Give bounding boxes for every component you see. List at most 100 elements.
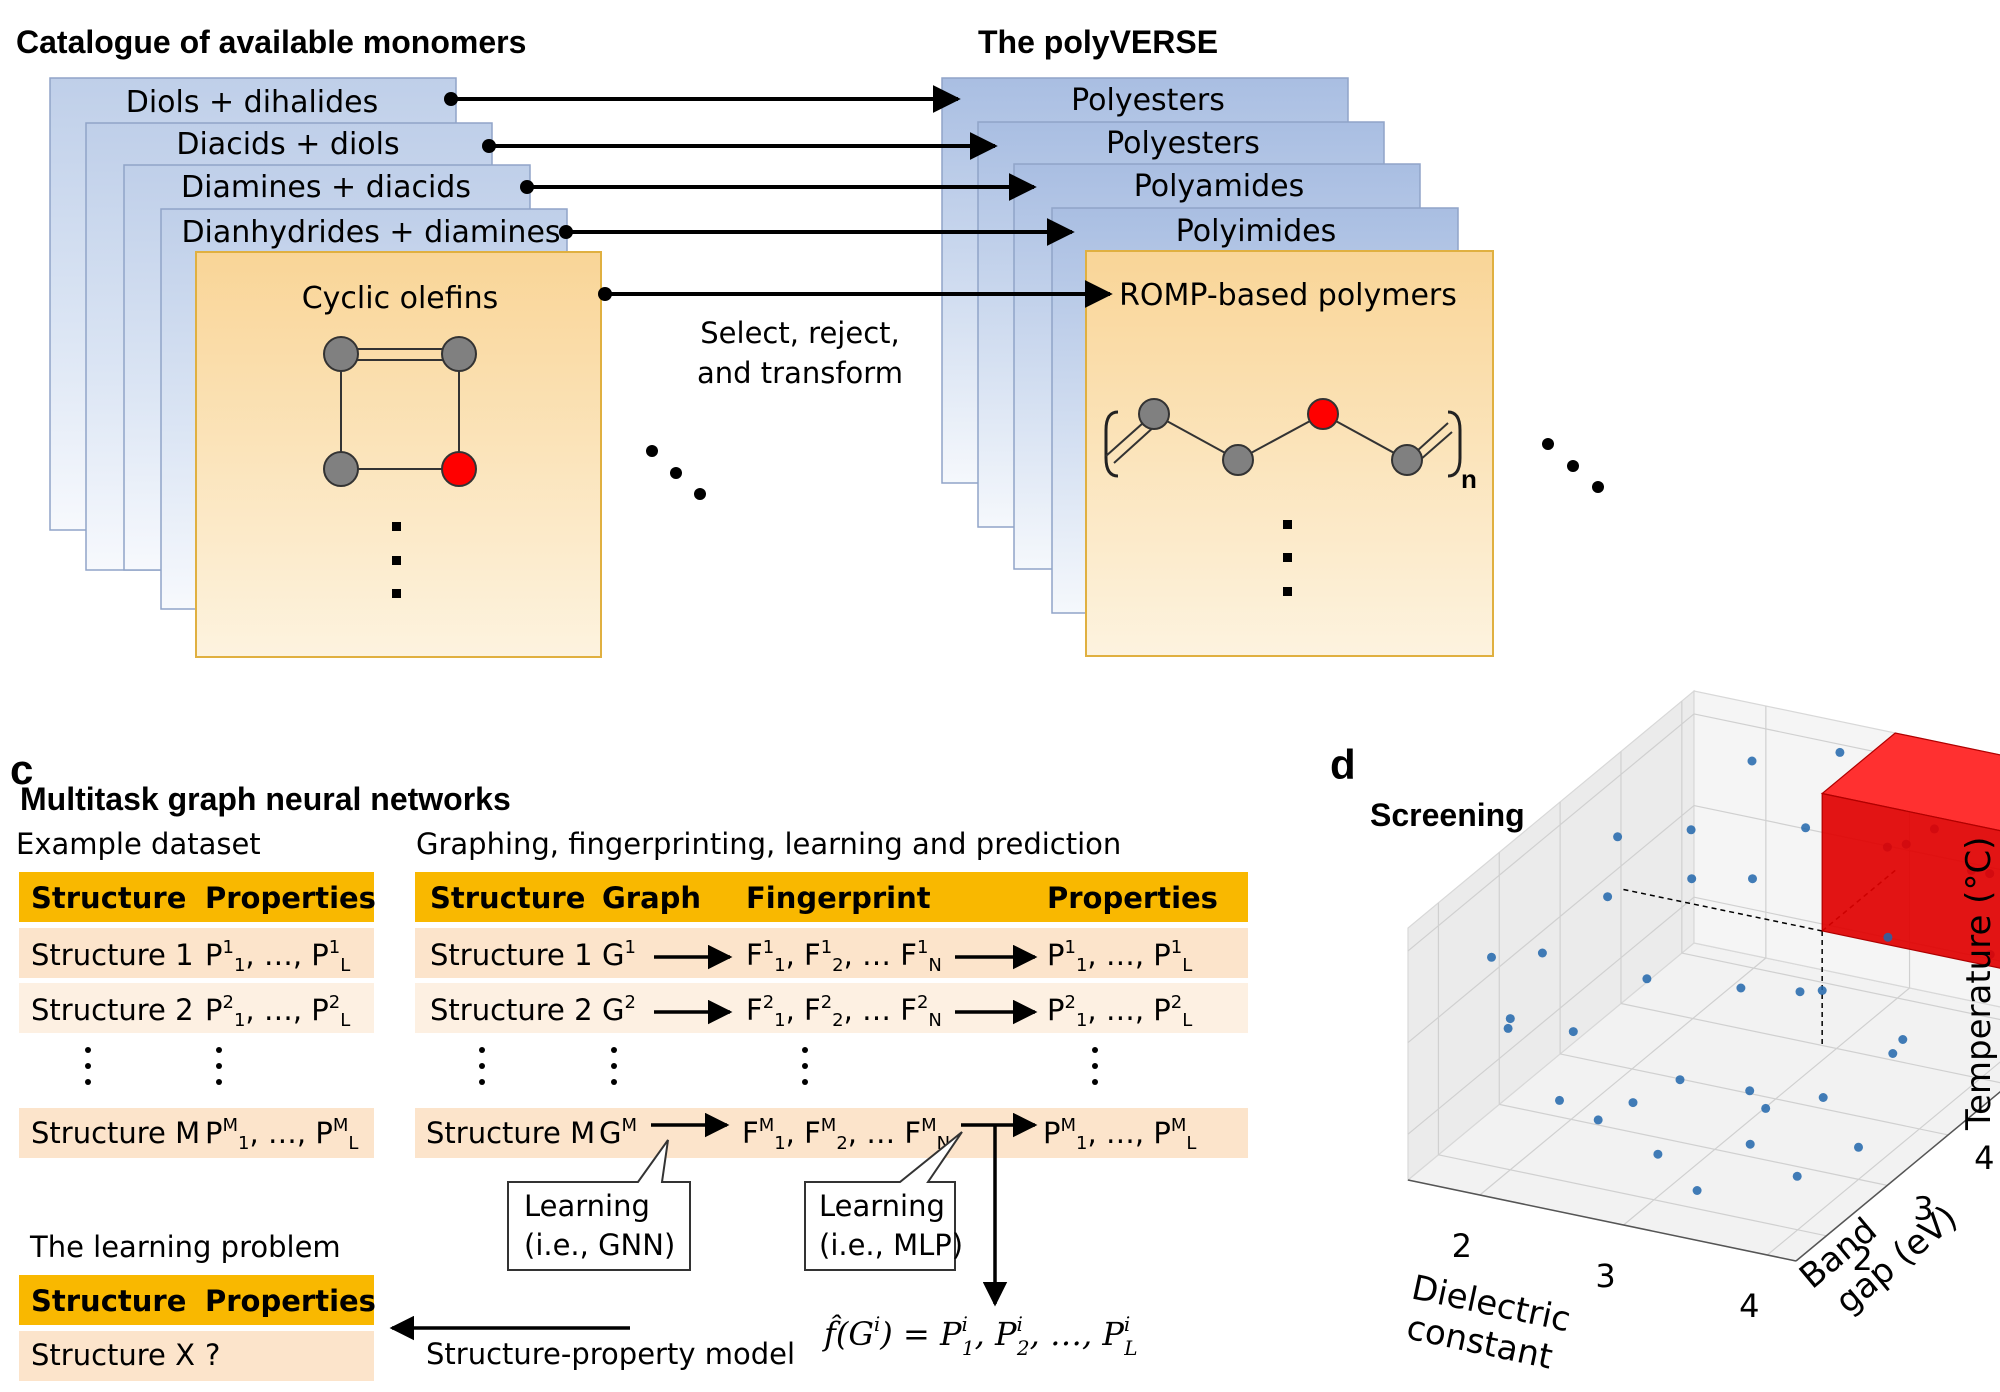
data-point-35 bbox=[1505, 1014, 1515, 1024]
diagonal-ellipsis-left bbox=[646, 445, 706, 500]
data-point-2 bbox=[1503, 1023, 1513, 1033]
z-axis-label: Temperature (°C) bbox=[1959, 837, 1999, 1131]
monomer-stack: Diols + dihalides Diacids + diols Diamin… bbox=[49, 77, 602, 658]
example-header-row bbox=[19, 872, 374, 922]
polymer-stack: Polyesters Polyesters Polyamides Polyimi… bbox=[941, 77, 1494, 657]
callout-gnn: Learning (i.e., GNN) bbox=[507, 1139, 691, 1271]
panel-c-title: Multitask graph neural networks bbox=[20, 781, 511, 817]
grid-y-floor-2 bbox=[1560, 1053, 1949, 1136]
learning-problem-label: The learning problem bbox=[29, 1230, 341, 1264]
pipeline-hdr-fingerprint: Fingerprint bbox=[746, 881, 931, 915]
data-point-0 bbox=[1487, 952, 1496, 962]
example-dataset-label: Example dataset bbox=[16, 827, 261, 861]
grid-z-left-2 bbox=[1407, 713, 1695, 952]
structure-x: Structure X bbox=[31, 1338, 195, 1372]
data-point-9 bbox=[1628, 1098, 1638, 1108]
data-point-21 bbox=[1898, 1035, 1908, 1044]
callout-gnn-line2: (i.e., GNN) bbox=[524, 1228, 675, 1262]
data-point-17 bbox=[1883, 932, 1893, 942]
pipeline-hdr-properties: Properties bbox=[1047, 881, 1218, 915]
monomer-label-3: Diamines + diacids bbox=[181, 170, 471, 205]
pipeline-structure-1: Structure 1 bbox=[430, 938, 593, 972]
data-point-23 bbox=[1854, 1142, 1863, 1152]
problem-header-row bbox=[19, 1275, 374, 1325]
grid-x-floor-0 bbox=[1479, 957, 1767, 1196]
problem-hdr-structure: Structure bbox=[31, 1284, 186, 1318]
graph-1: G1 bbox=[602, 937, 636, 972]
data-point-15 bbox=[1745, 1086, 1755, 1096]
data-point-12 bbox=[1653, 1149, 1663, 1159]
polymer-label-2: Polyesters bbox=[1106, 126, 1260, 161]
data-point-20 bbox=[1792, 1171, 1802, 1181]
example-vertical-ellipsis bbox=[85, 1047, 222, 1085]
data-point-36 bbox=[1687, 874, 1697, 884]
y-axis-line bbox=[1795, 1090, 2000, 1262]
monomer-label-1: Diols + dihalides bbox=[126, 85, 379, 120]
pipeline-vertical-ellipsis bbox=[479, 1047, 1098, 1085]
pipeline-row-m bbox=[415, 1108, 1248, 1158]
data-point-5 bbox=[1686, 825, 1696, 835]
transform-text-2: and transform bbox=[697, 356, 903, 390]
guide-to-left bbox=[1620, 888, 1823, 932]
pipeline-table: Structure Graph Fingerprint Properties S… bbox=[389, 872, 1248, 1341]
data-point-37 bbox=[1817, 986, 1827, 995]
pipeline-label: Graphing, fingerprinting, learning and p… bbox=[416, 827, 1121, 861]
y-tick-label-0: 2 bbox=[1852, 1240, 1872, 1278]
panel-d: d Screening 234234560200400Dielectriccon… bbox=[1330, 689, 2000, 1378]
grid-z-left-0 bbox=[1407, 896, 1695, 1135]
pipeline-hdr-graph: Graph bbox=[602, 881, 701, 915]
data-point-13 bbox=[1795, 987, 1805, 997]
grid-z-left-1 bbox=[1407, 805, 1695, 1044]
example-structure-1: Structure 1 bbox=[31, 938, 194, 972]
polymer-label-romp: ROMP-based polymers bbox=[1119, 278, 1457, 313]
polymer-ellipsis bbox=[1283, 520, 1292, 596]
example-props-1: P11, …, P1L bbox=[205, 937, 350, 976]
callout-gnn-line1: Learning bbox=[524, 1189, 650, 1223]
screening-box-front bbox=[1821, 792, 2000, 969]
panel-c: c Multitask graph neural networks Exampl… bbox=[10, 746, 1248, 1381]
fingerprint-m: FM1, FM2, … FMN bbox=[742, 1115, 950, 1154]
repeat-subscript-n: n bbox=[1461, 464, 1477, 494]
polymer-label-4: Polyimides bbox=[1176, 214, 1337, 249]
example-row-2 bbox=[19, 983, 374, 1033]
example-structure-2: Structure 2 bbox=[31, 993, 194, 1027]
problem-hdr-properties: Properties bbox=[205, 1284, 376, 1318]
y-tick-label-2: 4 bbox=[1974, 1139, 1994, 1177]
cyclobutene-molecule bbox=[323, 336, 477, 487]
learning-problem-table: Structure Properties Structure X ? bbox=[19, 1275, 376, 1381]
problem-row bbox=[19, 1331, 374, 1381]
data-point-1 bbox=[1537, 948, 1547, 958]
example-structure-m: Structure M bbox=[31, 1116, 200, 1150]
data-point-24 bbox=[1613, 832, 1623, 842]
monomer-ellipsis bbox=[392, 522, 401, 598]
catalogue-title: Catalogue of available monomers bbox=[16, 24, 526, 60]
monomer-label-2: Diacids + diols bbox=[176, 127, 399, 162]
callout-mlp-line2: (i.e., MLP) bbox=[819, 1228, 963, 1262]
x-tick-label-0: 2 bbox=[1452, 1227, 1472, 1265]
data-point-10 bbox=[1801, 823, 1811, 833]
grid-y-floor-0 bbox=[1438, 1154, 1827, 1237]
grid-y-floor-4 bbox=[1681, 952, 2000, 1021]
pipeline-structure-m: Structure M bbox=[426, 1116, 595, 1150]
polyverse-title: The polyVERSE bbox=[978, 24, 1218, 60]
monomer-label-cyclic: Cyclic olefins bbox=[302, 281, 499, 316]
unknown-property: ? bbox=[205, 1338, 220, 1372]
panel-letter-d: d bbox=[1330, 741, 1356, 788]
callout-mlp: Learning (i.e., MLP) bbox=[804, 1131, 963, 1271]
pipeline-props-m: PM1, …, PML bbox=[1043, 1115, 1196, 1154]
pipeline-row-2 bbox=[415, 983, 1248, 1033]
structure-property-model-label: Structure-property model bbox=[426, 1337, 795, 1371]
data-point-6 bbox=[1555, 1095, 1564, 1105]
graph-m: GM bbox=[599, 1115, 637, 1150]
data-point-32 bbox=[1761, 1103, 1771, 1113]
x-tick-label-1: 3 bbox=[1595, 1257, 1615, 1295]
transform-arrows bbox=[451, 85, 1113, 308]
arrow-origins bbox=[444, 92, 612, 301]
data-point-7 bbox=[1642, 974, 1652, 984]
example-dataset-table: Structure Properties Structure 1 Structu… bbox=[19, 872, 376, 1158]
panel-b: Catalogue of available monomers The poly… bbox=[16, 24, 1604, 658]
example-row-m bbox=[19, 1108, 374, 1158]
polymer-label-1: Polyesters bbox=[1071, 83, 1225, 118]
data-point-30 bbox=[1593, 1115, 1603, 1125]
